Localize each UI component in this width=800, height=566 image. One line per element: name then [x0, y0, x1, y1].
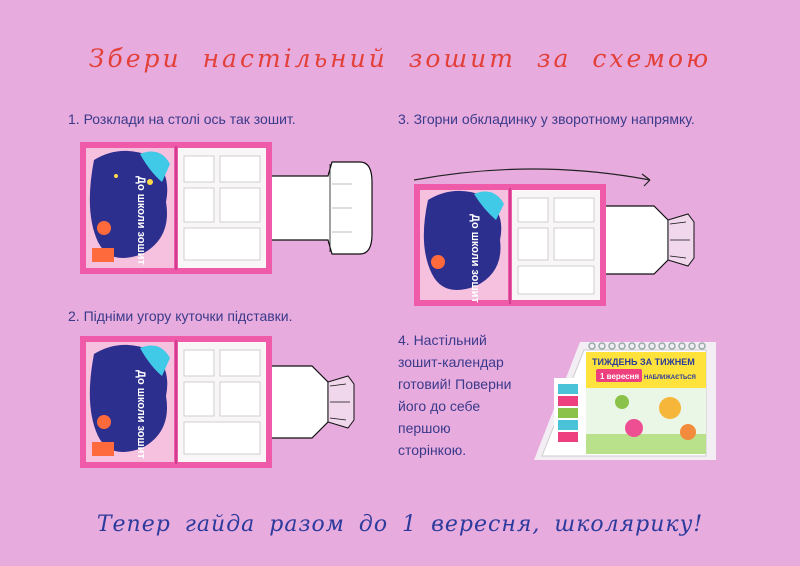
step-4-text: 4. Настільний зошит-календар готовий! По…	[398, 332, 512, 458]
cover-title: До школи зошит	[469, 214, 481, 303]
step-1-text: 1. Розклади на столі ось так зошит.	[68, 111, 296, 127]
desk-calendar-illustration: ТИЖДЕНЬ ЗА ТИЖНЕМ 1 вересня НАБЛИЖАЄТЬСЯ	[534, 342, 716, 460]
calendar-line-2: НАБЛИЖАЄТЬСЯ	[644, 375, 696, 381]
calendar-highlight: 1 вересня	[600, 372, 639, 381]
step-3-notebook-net: До школи зошит	[413, 168, 695, 306]
character-icon	[659, 397, 681, 419]
step-2-notebook-net: До школи зошит	[80, 336, 355, 468]
step-3-text: 3. Згорни обкладинку у зворотному напрям…	[398, 111, 695, 127]
character-icon	[625, 419, 643, 437]
spiral-binding	[588, 342, 706, 350]
step-2-text: 2. Підніми угору куточки підставки.	[68, 308, 293, 324]
cover-title: До школи зошит	[135, 370, 147, 459]
page-title: Збери настільний зошит за схемою	[88, 44, 712, 73]
character-icon	[680, 424, 696, 440]
step-1-notebook-net: До школи зошит	[80, 142, 373, 274]
character-icon	[615, 395, 629, 409]
footer-text: Тепер гайда разом до 1 вересня, школярик…	[96, 512, 704, 537]
calendar-line-1: ТИЖДЕНЬ ЗА ТИЖНЕМ	[592, 357, 695, 367]
arrow-head-icon	[641, 173, 651, 187]
cover-title: До школи зошит	[135, 176, 147, 265]
fold-arrow	[413, 168, 651, 181]
